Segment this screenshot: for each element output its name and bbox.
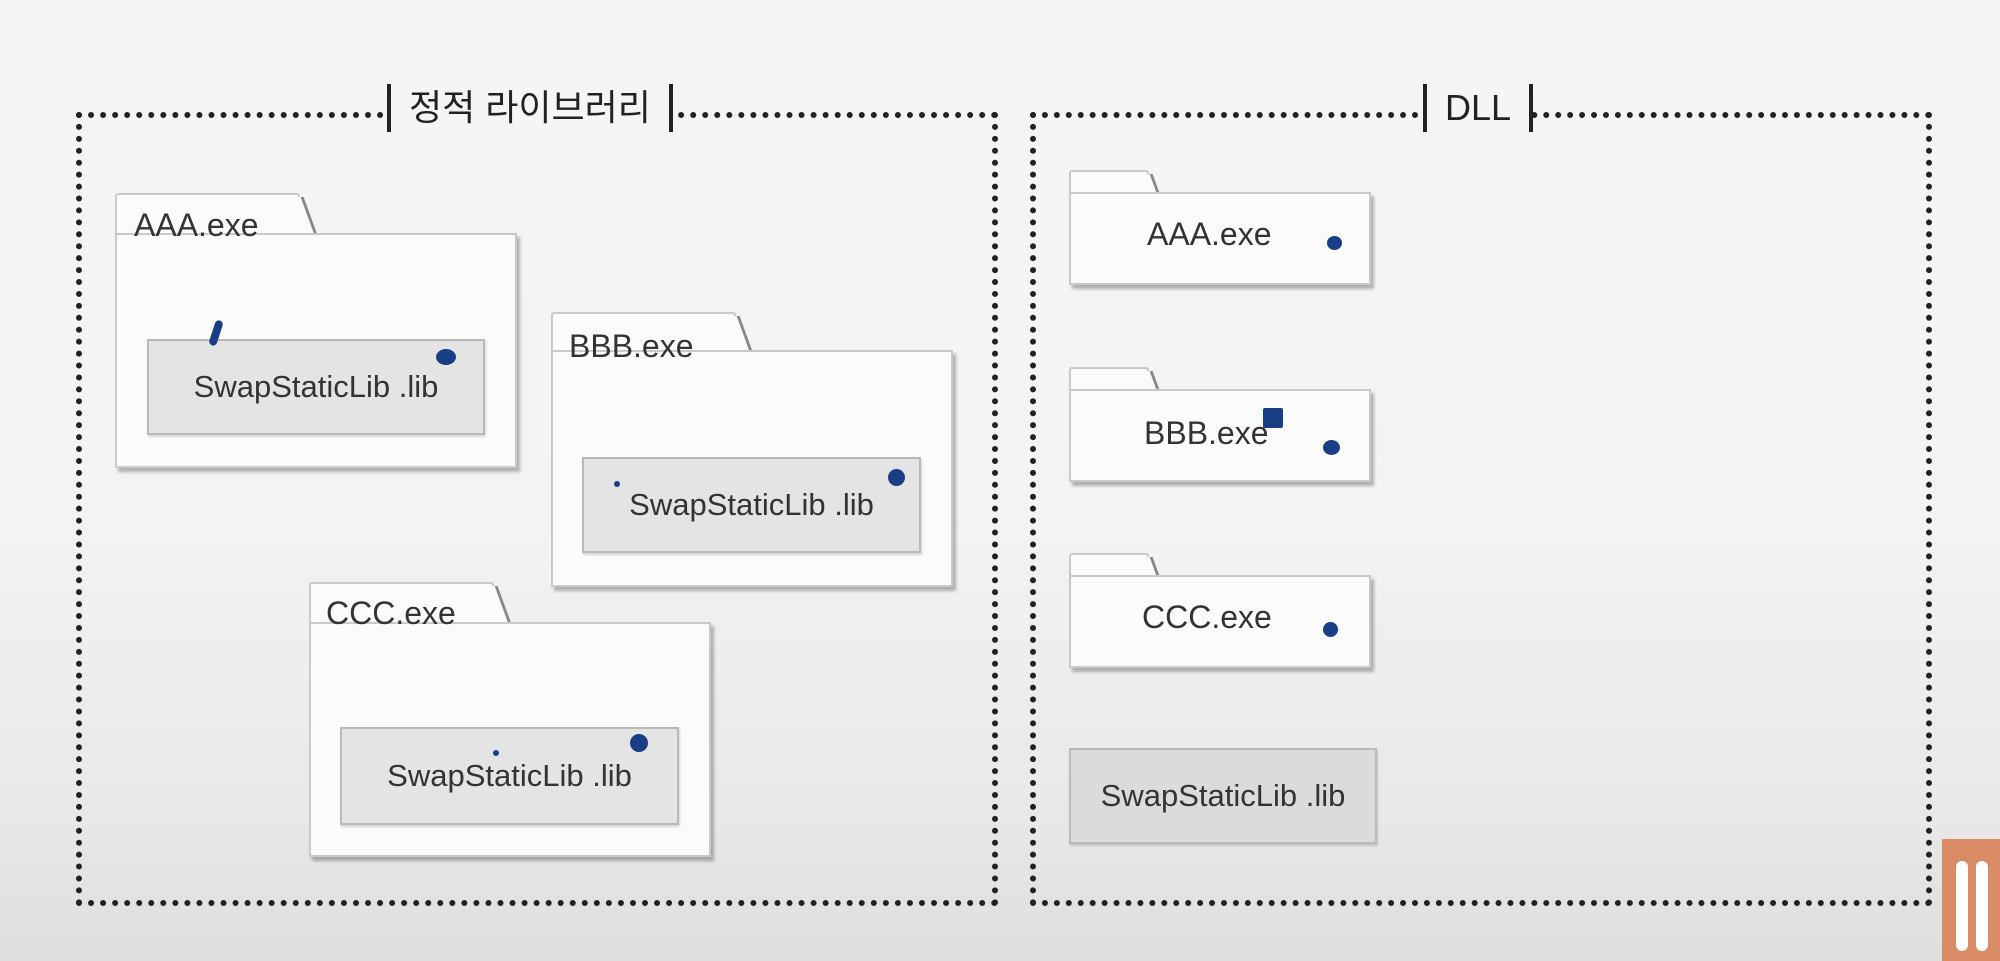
folder-body (1069, 575, 1371, 668)
folder-label: BBB.exe (1144, 415, 1269, 451)
corner-accent (1942, 839, 2000, 961)
lib-box: SwapStaticLib .lib (340, 727, 679, 825)
folder-bbb-static: BBB.exe SwapStaticLib .lib (551, 312, 953, 587)
folder-ccc-static: CCC.exe SwapStaticLib .lib (309, 582, 711, 857)
ink-mark (1323, 440, 1340, 455)
folder-ccc-dll: CCC.exe (1069, 553, 1371, 668)
dll-title: DLL (1423, 84, 1534, 132)
folder-label: CCC.exe (1142, 599, 1272, 635)
dll-group: DLL (1030, 84, 1932, 906)
static-library-group: 정적 라이브러리 (76, 84, 998, 906)
ink-mark (1323, 622, 1338, 637)
folder-aaa-dll: AAA.exe (1069, 170, 1371, 285)
lib-box: SwapStaticLib .lib (582, 457, 921, 553)
folder-label: AAA.exe (1147, 216, 1272, 252)
lib-box: SwapStaticLib .lib (147, 339, 485, 435)
folder-bbb-dll: BBB.exe (1069, 367, 1371, 482)
ink-mark (630, 734, 648, 752)
dll-lib-box: SwapStaticLib .lib (1069, 748, 1377, 844)
ink-mark (493, 750, 499, 756)
folder-label: CCC.exe (326, 595, 456, 631)
ink-mark (1263, 408, 1283, 428)
folder-body (1069, 192, 1371, 285)
folder-body (1069, 389, 1371, 482)
ink-mark (436, 349, 456, 365)
folder-label: BBB.exe (569, 328, 694, 364)
ink-mark (888, 469, 905, 486)
folder-label: AAA.exe (134, 207, 259, 243)
folder-aaa-static: AAA.exe SwapStaticLib .lib (115, 193, 517, 468)
ink-mark (1327, 236, 1342, 250)
ink-mark (614, 481, 620, 487)
static-library-title: 정적 라이브러리 (387, 84, 673, 132)
